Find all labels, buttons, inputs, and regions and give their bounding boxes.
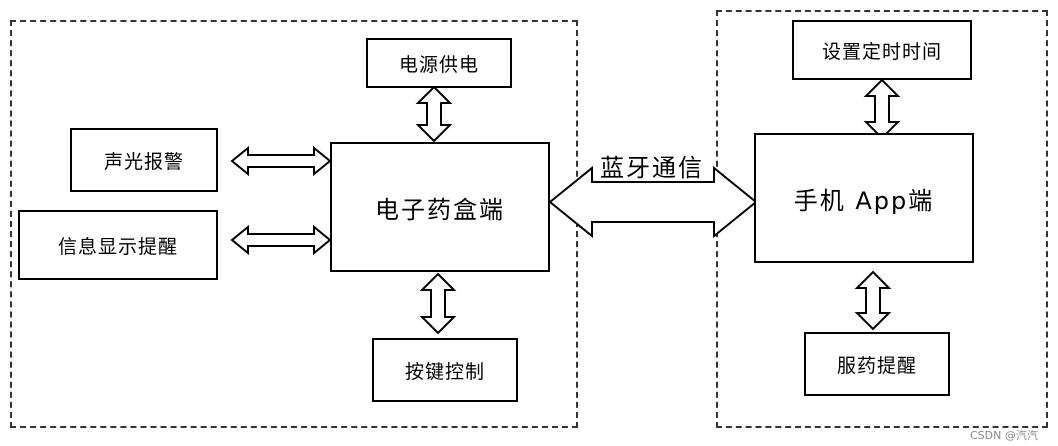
bluetooth-link-label: 蓝牙通信 xyxy=(600,154,704,182)
button-control-block: 按键控制 xyxy=(372,338,518,402)
info-display-reminder-block: 信息显示提醒 xyxy=(18,210,218,280)
power-to-device-double-arrow xyxy=(415,85,453,143)
medication-reminder-block: 服药提醒 xyxy=(804,332,950,396)
medication-reminder-label: 服药提醒 xyxy=(836,354,917,377)
button-control-label: 按键控制 xyxy=(404,360,485,383)
phone-app-label: 手机 App端 xyxy=(793,186,935,215)
power-supply-label: 电源供电 xyxy=(398,53,479,76)
sound-light-alarm-block: 声光报警 xyxy=(70,128,218,192)
schedule-to-app-double-arrow xyxy=(863,78,901,140)
sound-light-alarm-label: 声光报警 xyxy=(103,150,184,173)
set-schedule-time-label: 设置定时时间 xyxy=(821,40,942,63)
info-display-reminder-label: 信息显示提醒 xyxy=(57,235,178,258)
csdn-watermark: CSDN @汽汽 xyxy=(970,429,1038,442)
device-to-buttons-double-arrow xyxy=(419,272,457,335)
pill-box-device-label: 电子药盒端 xyxy=(375,195,505,224)
set-schedule-time-block: 设置定时时间 xyxy=(792,20,972,80)
power-supply-block: 电源供电 xyxy=(366,38,512,88)
pill-box-device-block: 电子药盒端 xyxy=(330,142,550,272)
display-to-device-double-arrow xyxy=(230,224,332,256)
app-to-reminder-double-arrow xyxy=(854,270,892,331)
phone-app-block: 手机 App端 xyxy=(754,133,974,263)
alarm-to-device-double-arrow xyxy=(230,145,332,177)
